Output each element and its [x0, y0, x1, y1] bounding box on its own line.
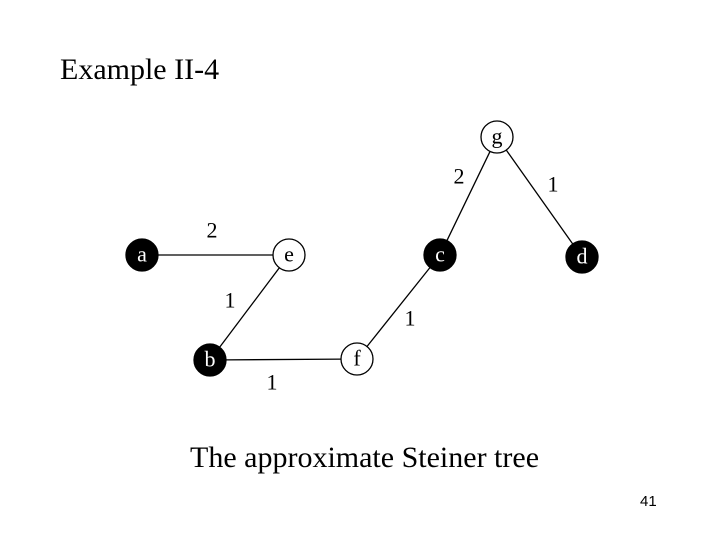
- node-e: e: [272, 238, 306, 272]
- edge-c-g: [446, 151, 491, 241]
- edge-e-b: [219, 267, 280, 348]
- node-circle-d: [565, 240, 599, 274]
- node-label-a: a: [137, 242, 147, 267]
- node-label-c: c: [435, 242, 445, 267]
- edge-weight-b-f: 1: [267, 370, 278, 395]
- node-label-e: e: [284, 242, 294, 267]
- edge-weight-g-d: 1: [548, 172, 559, 197]
- node-label-f: f: [353, 346, 361, 371]
- node-label-d: d: [577, 244, 588, 269]
- edge-weight-e-b: 1: [225, 288, 236, 313]
- node-d: d: [565, 240, 599, 274]
- node-circle-f: [340, 342, 374, 376]
- node-circle-a: [125, 238, 159, 272]
- page-number: 41: [640, 493, 657, 510]
- edge-g-d: [505, 149, 574, 245]
- node-label-g: g: [492, 124, 503, 149]
- node-circle-g: [480, 120, 514, 154]
- node-a: a: [125, 238, 159, 272]
- node-circle-e: [272, 238, 306, 272]
- node-circle-b: [193, 343, 227, 377]
- edge-b-f: [225, 358, 342, 361]
- node-f: f: [340, 342, 374, 376]
- node-c: c: [423, 238, 457, 272]
- node-circle-c: [423, 238, 457, 272]
- node-label-b: b: [205, 347, 216, 372]
- node-b: b: [193, 343, 227, 377]
- edge-f-c: [366, 267, 431, 347]
- diagram-caption: The approximate Steiner tree: [190, 441, 540, 474]
- edge-weight-a-e: 2: [207, 218, 218, 243]
- node-g: g: [480, 120, 514, 154]
- edge-weight-c-g: 2: [454, 164, 465, 189]
- slide-title: Example II-4: [60, 53, 220, 86]
- edge-weight-f-c: 1: [405, 306, 416, 331]
